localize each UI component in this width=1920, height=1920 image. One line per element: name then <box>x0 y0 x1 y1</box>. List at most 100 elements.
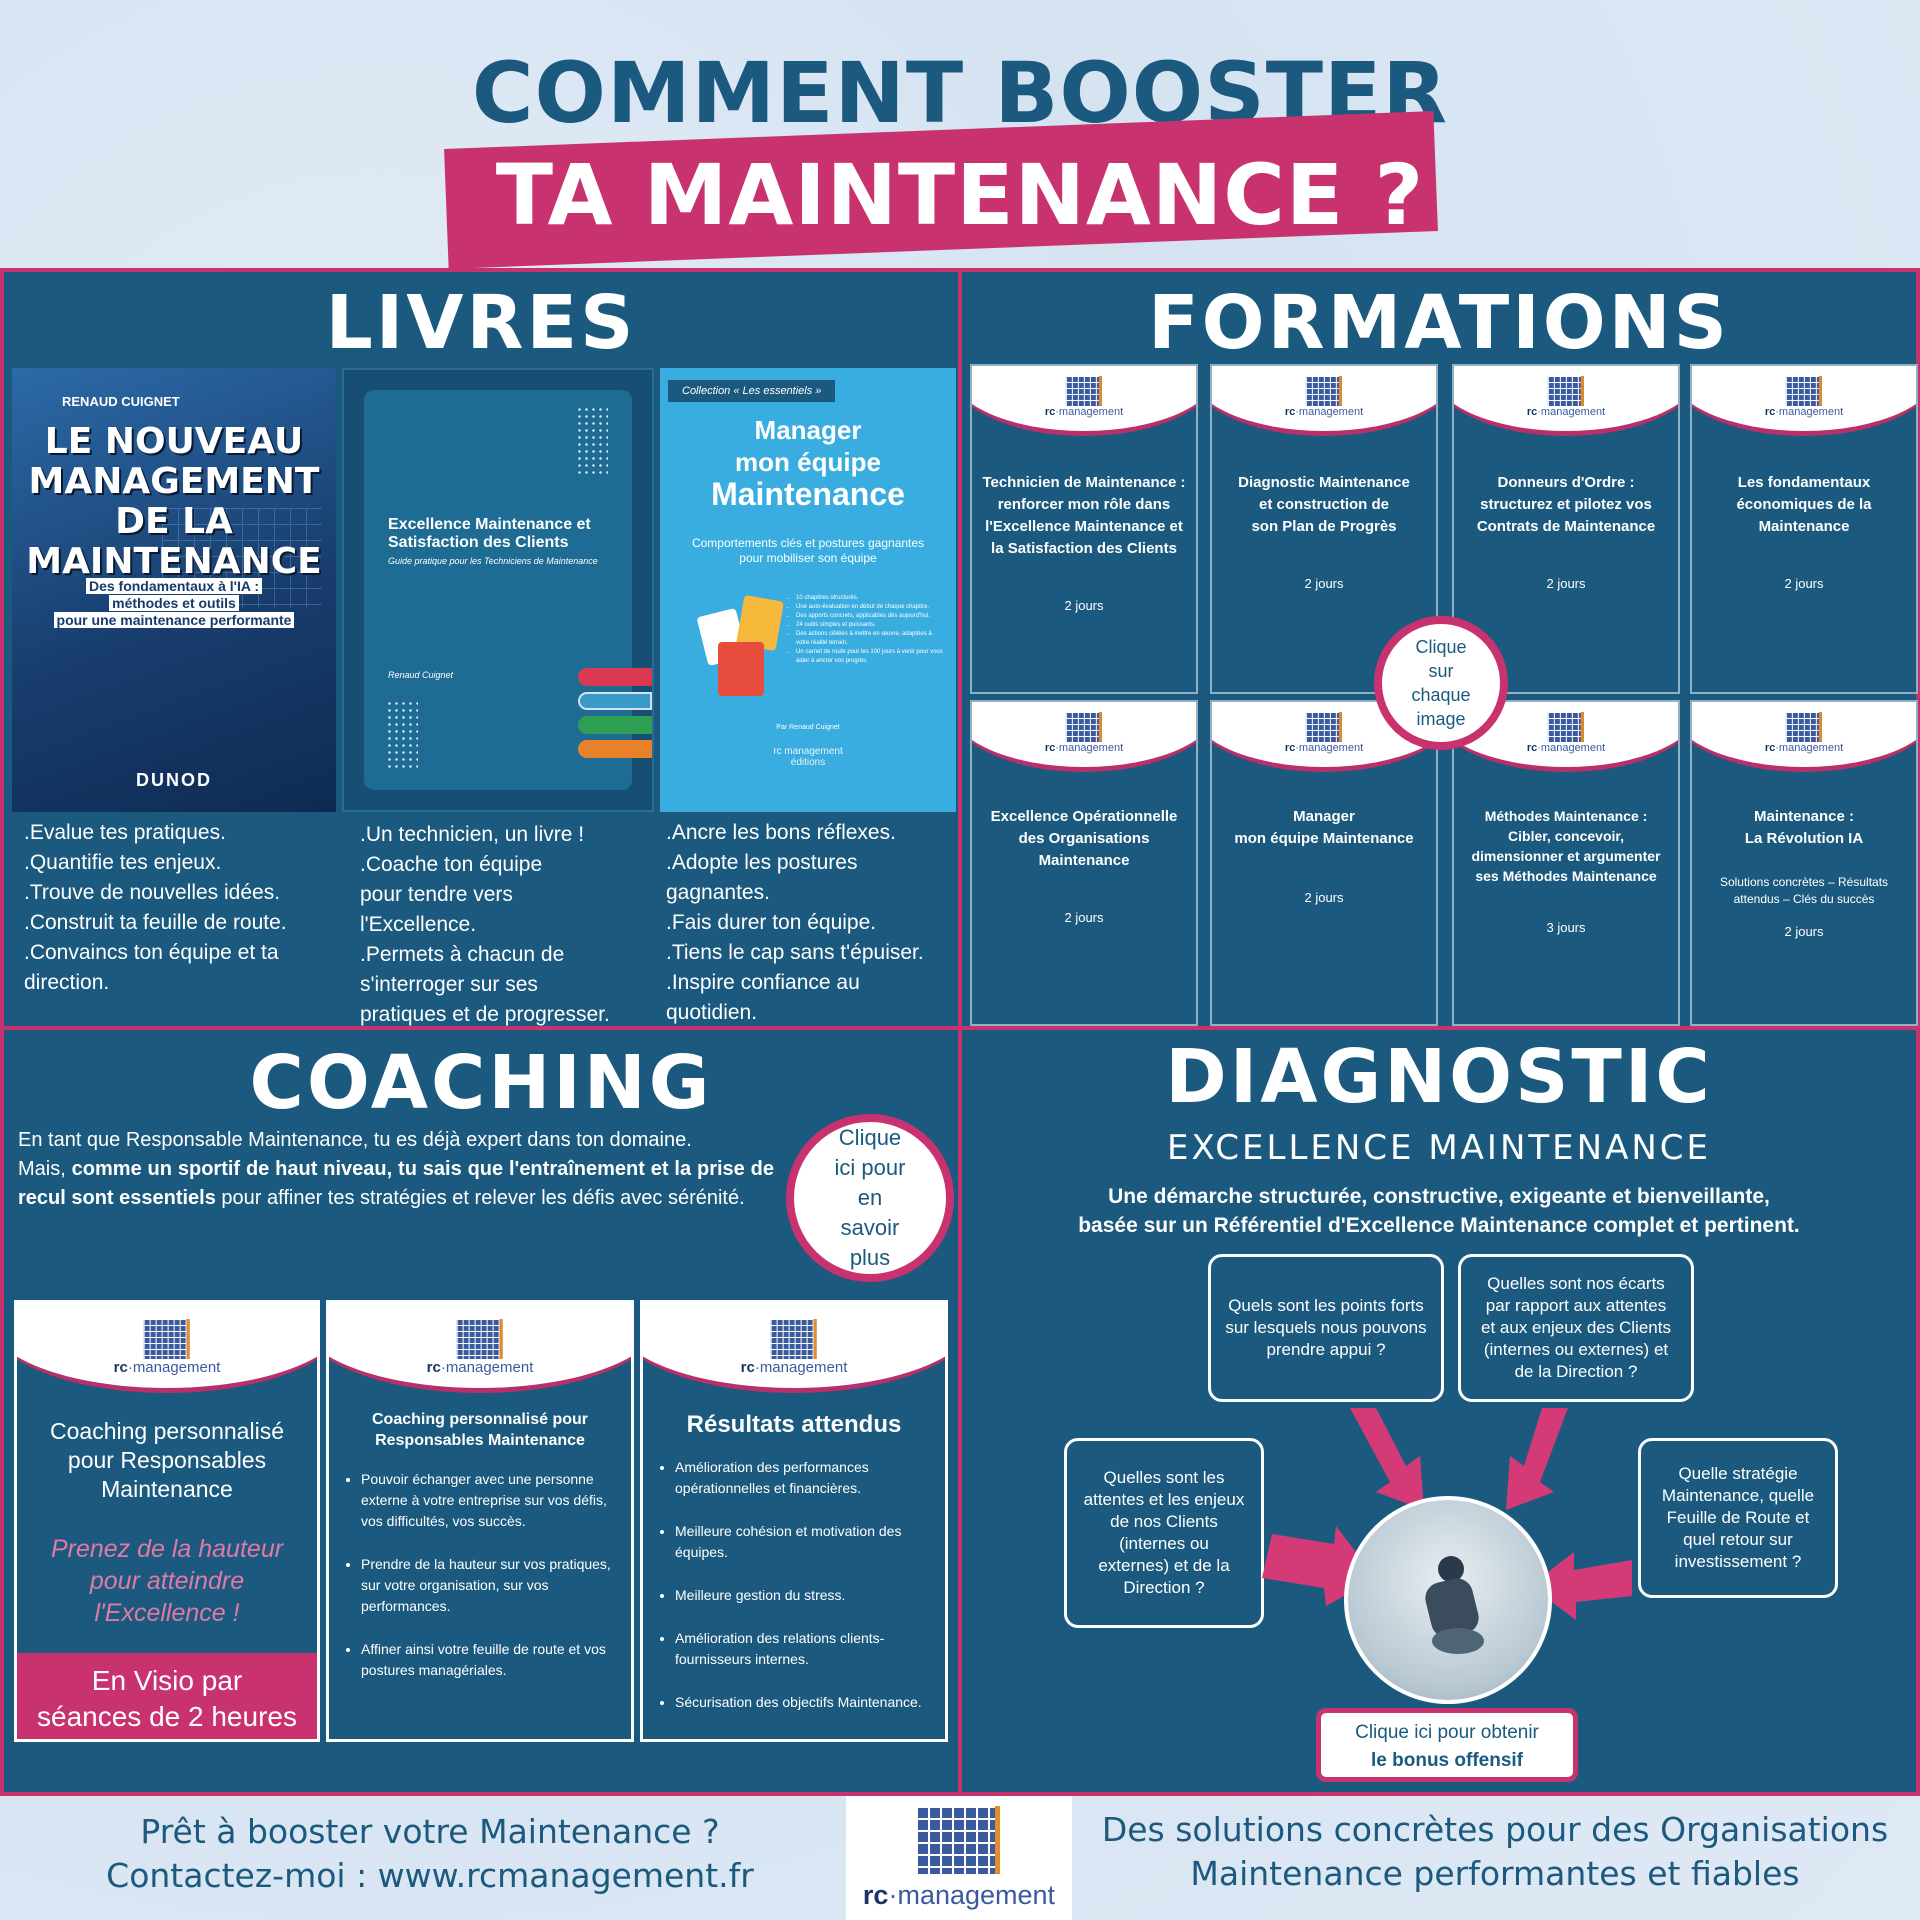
benefit-line: .Ancre les bons réflexes. <box>666 821 896 844</box>
title-line-1: COMMENT BOOSTER <box>471 44 1449 142</box>
book-cover-excellence-maintenance[interactable]: Excellence Maintenance et Satisfaction d… <box>342 368 654 812</box>
diagnostic-subtitle: EXCELLENCE MAINTENANCE <box>1166 1128 1711 1168</box>
benefit-line: .Tiens le cap sans t'épuiser. <box>666 941 924 964</box>
book3-brand: rc management éditions <box>660 746 956 768</box>
book1-benefits: .Evalue tes pratiques. .Quantifie tes en… <box>24 818 287 998</box>
book3-illustration-icon <box>696 594 786 698</box>
bonus-line2: le bonus offensif <box>1371 1750 1523 1771</box>
benefit-line: .Un technicien, un livre ! <box>360 823 585 846</box>
book3-title: Manager mon équipe Maintenance <box>660 414 956 510</box>
formation-duration: 2 jours <box>1546 576 1586 591</box>
formation-duration: 2 jours <box>1784 924 1824 939</box>
book3-collection: Collection « Les essentiels » <box>668 380 836 402</box>
coaching-card-results[interactable]: rc·management Résultats attendus Amélior… <box>640 1300 948 1742</box>
benefit-line: pour tendre vers <box>360 883 513 906</box>
book2-title: Excellence Maintenance et Satisfaction d… <box>388 516 591 551</box>
book1-title-line: MAINTENANCE <box>26 541 322 582</box>
livres-title: LIVRES <box>325 280 637 366</box>
livres-section: LIVRES RENAUD CUIGNET LE NOUVEAU MANAGEM… <box>0 268 962 1030</box>
list-item: Meilleure gestion du stress. <box>675 1585 937 1606</box>
coaching-intro-line1: En tant que Responsable Maintenance, tu … <box>18 1129 692 1151</box>
book3-feature-item: 10 chapitres structurés. <box>796 594 946 603</box>
stripe-orange <box>578 740 652 758</box>
formation-duration: 2 jours <box>1064 598 1104 613</box>
logo-grid-icon <box>916 1806 1000 1874</box>
book3-title-line: mon équipe <box>735 447 881 477</box>
coaching-intro: En tant que Responsable Maintenance, tu … <box>18 1126 774 1213</box>
formation-title: Maintenance :La Révolution IA <box>1744 808 1864 847</box>
footer-tagline: Des solutions concrètes pour des Organis… <box>1090 1808 1900 1896</box>
book1-author: RENAUD CUIGNET <box>62 394 180 409</box>
coaching-card-details[interactable]: rc·management Coaching personnalisé pour… <box>326 1300 634 1742</box>
book3-brand-line: éditions <box>790 757 826 768</box>
formations-section: FORMATIONS rc·management Technicien de M… <box>958 268 1920 1030</box>
benefit-line: .Fais durer ton équipe. <box>666 911 877 934</box>
bonus-offensif-button[interactable]: Clique ici pour obtenir le bonus offensi… <box>1316 1708 1578 1782</box>
book3-title-line: Maintenance <box>711 476 905 512</box>
formation-duration: 2 jours <box>1064 910 1104 925</box>
results-title: Résultats attendus <box>686 1411 902 1438</box>
dot-pattern-icon <box>386 700 418 772</box>
list-item: Amélioration des relations clients-fourn… <box>675 1628 937 1670</box>
footer-contact: Prêt à booster votre Maintenance ? Conta… <box>40 1810 820 1898</box>
benefit-line: .Trouve de nouvelles idées. <box>24 881 281 904</box>
formations-title: FORMATIONS <box>1148 280 1730 366</box>
formation-card-donneurs-ordre[interactable]: rc·management Donneurs d'Ordre :structur… <box>1452 364 1680 694</box>
book1-title: LE NOUVEAU MANAGEMENT DE LA MAINTENANCE <box>12 422 336 582</box>
stripe-green <box>578 716 652 734</box>
list-item: Prendre de la hauteur sur vos pratiques,… <box>361 1554 623 1617</box>
book3-benefits: .Ancre les bons réflexes. .Adopte les po… <box>666 818 924 1028</box>
book3-feature-item: Des actions ciblées à mettre en œuvre, a… <box>796 630 946 648</box>
diagnostic-description: Une démarche structurée, constructive, e… <box>1078 1185 1800 1237</box>
benefit-line: l'Excellence. <box>360 913 477 936</box>
benefit-line: .Convaincs ton équipe et ta <box>24 941 279 964</box>
book3-author: Par Renaud Cuignet <box>776 724 840 731</box>
book3-brand-line: rc management <box>773 746 843 757</box>
rc-logo-icon: rc·management <box>1285 712 1363 754</box>
coaching-intro-line2: Mais, comme un sportif de haut niveau, t… <box>18 1158 774 1209</box>
book-cover-nouveau-management[interactable]: RENAUD CUIGNET LE NOUVEAU MANAGEMENT DE … <box>12 368 336 812</box>
rc-management-footer-logo: rc·management <box>846 1796 1072 1920</box>
benefit-line: .Coache ton équipe <box>360 853 543 876</box>
rc-logo-icon: rc·management <box>114 1319 220 1376</box>
dot-pattern-icon <box>576 406 608 478</box>
rc-logo-icon: rc·management <box>741 1319 847 1376</box>
bonus-line1: Clique ici pour obtenir <box>1355 1722 1539 1743</box>
footer-website-link[interactable]: Contactez-moi : www.rcmanagement.fr <box>106 1856 754 1895</box>
diagnostic-section: DIAGNOSTIC EXCELLENCE MAINTENANCE Une dé… <box>958 1026 1920 1796</box>
formation-card-revolution-ia[interactable]: rc·management Maintenance :La Révolution… <box>1690 700 1918 1026</box>
formation-duration: 2 jours <box>1304 576 1344 591</box>
rc-logo-icon: rc·management <box>1765 712 1843 754</box>
formation-title: Méthodes Maintenance :Cibler, concevoir,… <box>1471 808 1661 884</box>
rc-logo-icon: rc·management <box>1527 376 1605 418</box>
book1-subtitle-line: méthodes et outils <box>109 595 239 611</box>
formation-card-methodes[interactable]: rc·management Méthodes Maintenance :Cibl… <box>1452 700 1680 1026</box>
list-item: Sécurisation des objectifs Maintenance. <box>675 1692 937 1713</box>
benefit-line: .Adopte les postures <box>666 851 858 874</box>
benefit-line: gagnantes. <box>666 881 770 904</box>
rc-logo-icon: rc·management <box>1765 376 1843 418</box>
book-cover-manager-equipe[interactable]: Collection « Les essentiels » Manager mo… <box>660 368 956 812</box>
coaching-section: COACHING En tant que Responsable Mainten… <box>0 1026 962 1796</box>
formation-card-technicien[interactable]: rc·management Technicien de Maintenance … <box>970 364 1198 694</box>
benefit-line: quotidien. <box>666 1001 758 1024</box>
rc-logo-icon: rc·management <box>1285 376 1363 418</box>
coaching-details-list: Pouvoir échanger avec une personne exter… <box>339 1469 623 1703</box>
